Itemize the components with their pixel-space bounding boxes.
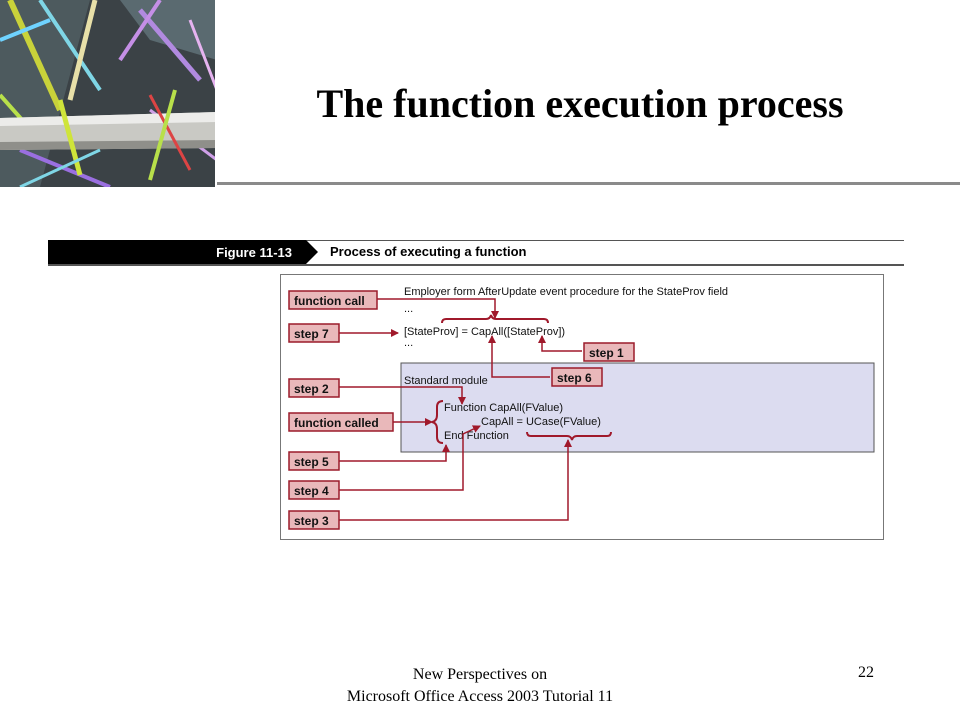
ellipsis-top: ... xyxy=(404,303,413,315)
svg-text:step 7: step 7 xyxy=(294,327,329,341)
label-step-2: step 2 xyxy=(288,378,340,398)
func-body-text: CapAll = UCase(FValue) xyxy=(481,416,601,428)
figure-number-tab: Figure 11-13 xyxy=(48,240,306,265)
svg-text:step 6: step 6 xyxy=(557,371,592,385)
event-header-text: Employer form AfterUpdate event procedur… xyxy=(404,286,728,298)
svg-text:function called: function called xyxy=(294,416,379,430)
figure-caption: Process of executing a function xyxy=(330,244,527,259)
figure-top-rule xyxy=(306,240,904,241)
svg-text:step 4: step 4 xyxy=(294,484,329,498)
label-step-3: step 3 xyxy=(288,510,340,530)
statement-text: [StateProv] = CapAll([StateProv]) xyxy=(404,326,565,338)
footer-line-2: Microsoft Office Access 2003 Tutorial 11 xyxy=(346,688,614,705)
func-decl-text: Function CapAll(FValue) xyxy=(444,402,563,414)
footer: New Perspectives on Microsoft Office Acc… xyxy=(320,664,640,708)
label-function-called: function called xyxy=(288,412,394,432)
figure-tab-arrow xyxy=(306,240,318,264)
svg-text:step 5: step 5 xyxy=(294,455,329,469)
figure-bottom-rule xyxy=(48,264,904,266)
decorative-photo xyxy=(0,0,217,187)
standard-module-box xyxy=(400,362,875,453)
ellipsis-bottom: ... xyxy=(404,337,413,349)
figure-header: Figure 11-13 Process of executing a func… xyxy=(48,240,904,266)
svg-text:step 3: step 3 xyxy=(294,514,329,528)
header-divider-vertical xyxy=(215,0,217,187)
slide-title: The function execution process xyxy=(316,81,844,126)
label-step-1: step 1 xyxy=(583,342,635,362)
label-step-6: step 6 xyxy=(551,367,603,387)
figure-number: Figure 11-13 xyxy=(216,245,292,260)
func-end-text: End Function xyxy=(444,430,509,442)
svg-text:function call: function call xyxy=(294,294,365,308)
svg-text:step 2: step 2 xyxy=(294,382,329,396)
header-divider xyxy=(217,182,960,185)
label-step-7: step 7 xyxy=(288,323,340,343)
label-step-5: step 5 xyxy=(288,451,340,471)
module-title: Standard module xyxy=(404,375,488,387)
label-function-call: function call xyxy=(288,290,378,310)
svg-text:step 1: step 1 xyxy=(589,346,624,360)
page-number: 22 xyxy=(858,664,874,681)
execution-diagram: Employer form AfterUpdate event procedur… xyxy=(280,274,884,540)
label-step-4: step 4 xyxy=(288,480,340,500)
footer-line-1: New Perspectives on xyxy=(412,666,548,683)
brace-ucase xyxy=(526,431,612,441)
